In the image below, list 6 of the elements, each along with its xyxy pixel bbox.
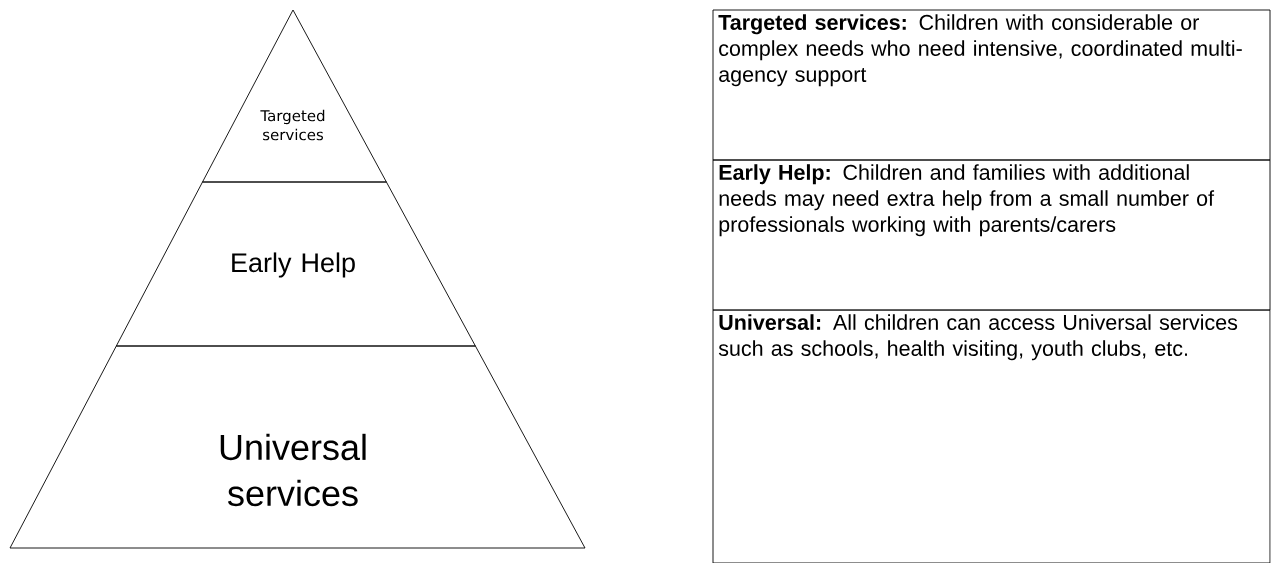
pyramid-tier: Universal services [9, 345, 586, 549]
table-cell: Early Help: Children and families with additional needs may need extra help from a small number of professionals working with parents/carers [712, 159, 1271, 311]
table-cell: Universal: All children can access Universal services such as schools, health visiting, youth clubs, etc. [712, 309, 1271, 563]
pyramid-tier: Early Help [115, 181, 476, 347]
table-cell: Targeted services: Children with considerable or complex needs who need intensive, coordinated multi-agency support [712, 9, 1271, 161]
pyramid-tier: Targeted services [202, 9, 387, 183]
